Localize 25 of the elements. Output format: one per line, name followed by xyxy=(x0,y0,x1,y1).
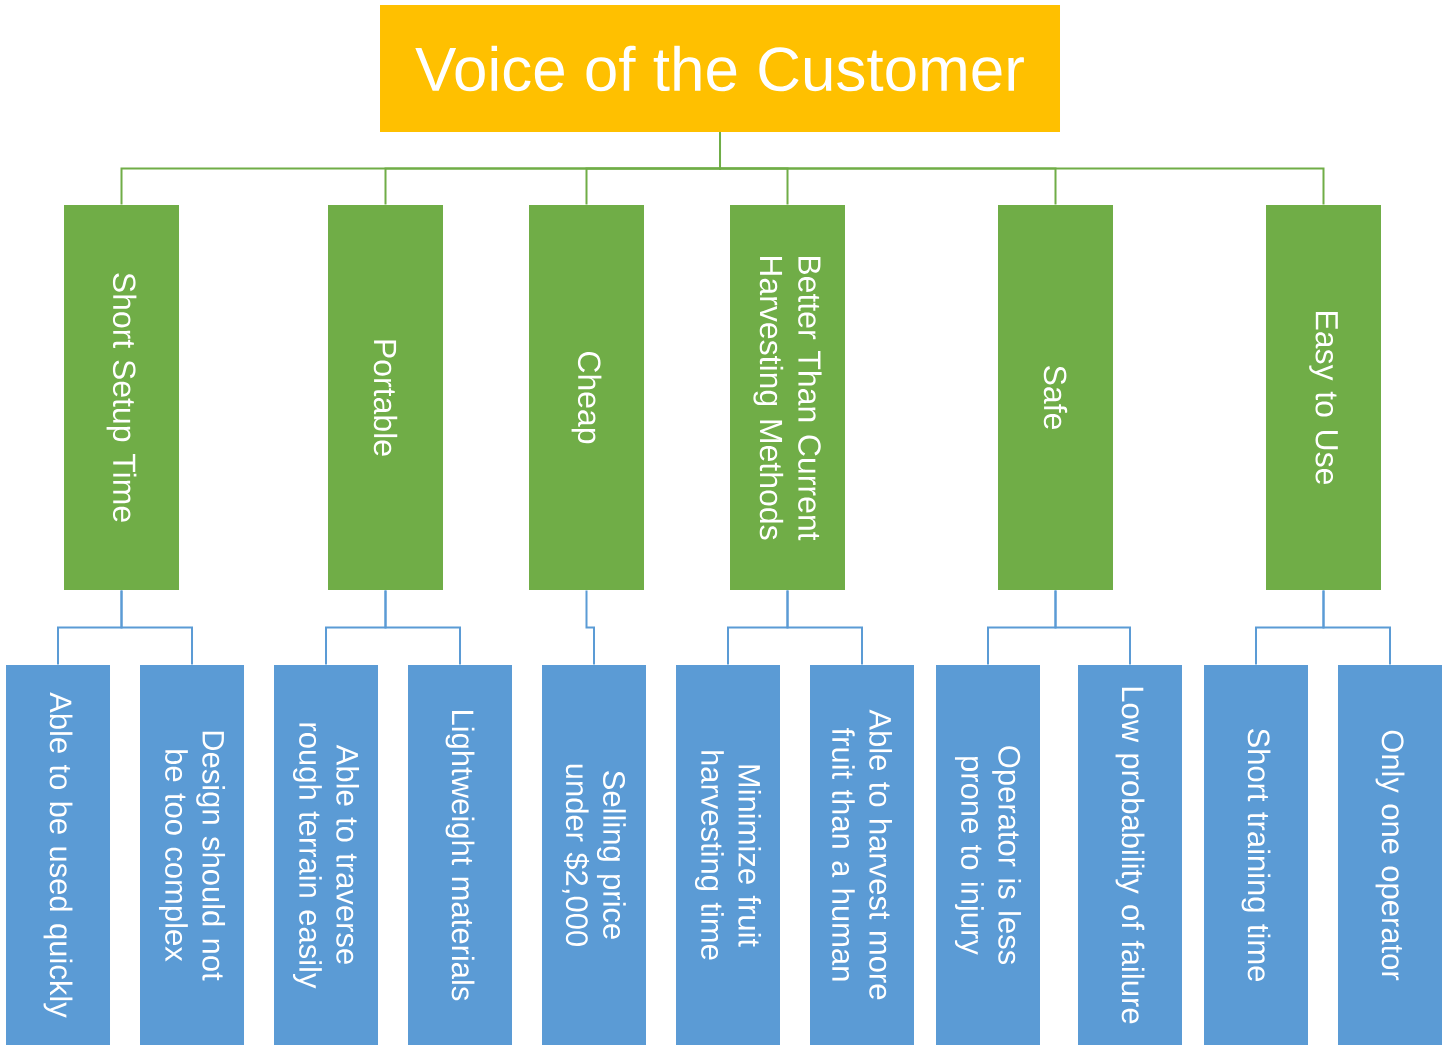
requirement-box: Lightweight materials xyxy=(408,665,512,1045)
title-box: Voice of the Customer xyxy=(380,5,1060,132)
connector-line xyxy=(1054,589,1131,666)
requirement-box: Operator is less prone to injury xyxy=(936,665,1040,1045)
requirement-box: Able to harvest more fruit than a human xyxy=(810,665,914,1045)
requirement-box: Low probability of failure xyxy=(1078,665,1182,1045)
connector-line xyxy=(384,589,461,666)
category-box: Cheap xyxy=(529,205,644,590)
requirement-box: Able to traverse rough terrain easily xyxy=(274,665,378,1045)
requirement-box: Able to be used quickly xyxy=(6,665,110,1045)
category-box: Better Than Current Harvesting Methods xyxy=(730,205,845,590)
connector-line xyxy=(1322,589,1391,666)
connector-line xyxy=(786,589,863,666)
connector-line xyxy=(120,589,193,666)
category-box: Safe xyxy=(998,205,1113,590)
category-box: Short Setup Time xyxy=(64,205,179,590)
category-box: Easy to Use xyxy=(1266,205,1381,590)
requirement-box: Design should not be too complex xyxy=(140,665,244,1045)
requirement-box: Minimize fruit harvesting time xyxy=(676,665,780,1045)
requirement-box: Selling price under $2,000 xyxy=(542,665,646,1045)
category-box: Portable xyxy=(328,205,443,590)
requirement-box: Only one operator xyxy=(1338,665,1442,1045)
connector-line xyxy=(585,589,595,666)
connector-line xyxy=(719,131,1325,206)
requirement-box: Short training time xyxy=(1204,665,1308,1045)
